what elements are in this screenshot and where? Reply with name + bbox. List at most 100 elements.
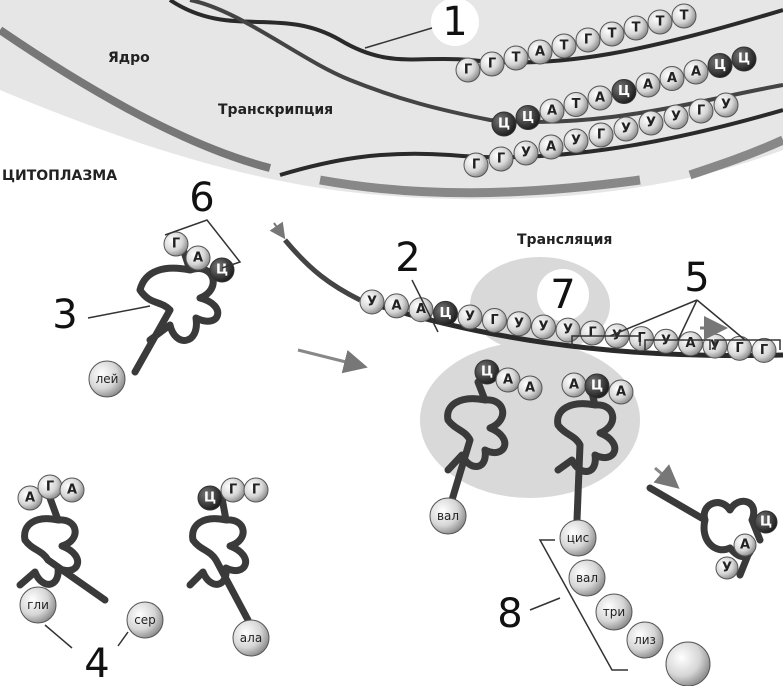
anticodon-cys-1-letter: Ц (591, 379, 603, 394)
number-8: 8 (497, 591, 522, 637)
mrna-main-8-letter: У (563, 323, 573, 338)
mrna-main-2-letter: А (416, 302, 426, 317)
mrna-main-3-bead (433, 300, 458, 326)
number-1-pointer (364, 27, 433, 49)
trna-valine (444, 378, 509, 504)
mrna-nuc-4-letter: У (571, 134, 581, 149)
mrna-nuc-2-bead (513, 140, 539, 166)
mrna-main-1-bead (384, 293, 409, 319)
anticodon-ala-2-bead (243, 477, 269, 503)
trna-leucine-anticodon: ГАЦ (163, 231, 235, 283)
mrna-main-6-bead (506, 311, 532, 337)
mrna-nuc-5-bead (588, 122, 614, 148)
number-5: 5 (684, 255, 709, 301)
nucleus-label: Ядро (108, 50, 150, 66)
anticodon-val-2-letter: А (525, 381, 535, 396)
dna-bottom-1-bead (515, 105, 541, 130)
number-2: 2 (395, 235, 420, 281)
mrna-main-15-letter: Г (735, 341, 743, 356)
dna-top-0-letter: Г (464, 63, 472, 78)
anticodon-gly-0-bead (17, 485, 43, 511)
aa-lei: лей (96, 372, 119, 386)
aa-gly: гли (27, 598, 49, 612)
aa-ala-ball (232, 619, 270, 657)
dna-bottom-7-bead (659, 66, 685, 91)
anticodon-lei-0-bead (163, 231, 189, 257)
chain-aa-0: цис (567, 531, 590, 545)
anticodon-leaving-2-letter: У (722, 561, 732, 576)
dna-bottom-10-bead (731, 46, 757, 72)
dna-strand-1 (168, 0, 783, 65)
dna-bottom-9-bead (707, 53, 733, 78)
anticodon-gly-2-letter: А (67, 483, 77, 498)
mrna-main-1-letter: А (391, 298, 401, 313)
transport-arrow-small (269, 221, 286, 240)
mrna-nuc-9-bead (688, 98, 714, 124)
trna-glycine (16, 494, 109, 604)
mrna-nuc-8-bead (663, 104, 689, 130)
mrna-nuc-6-bead (613, 116, 639, 142)
number-6-bracket (164, 219, 242, 269)
number-8-pointer (529, 597, 561, 611)
aa-gly-ball (19, 586, 57, 624)
chain-aa-2: три (603, 605, 625, 619)
anticodon-leaving-1-bead (733, 533, 757, 557)
mrna-main-9-letter: Г (588, 326, 596, 341)
mrna-main-13-bead (678, 331, 703, 357)
mrna-main-7-bead (531, 314, 556, 340)
anticodon-cys-2-letter: А (616, 385, 626, 400)
dna-bottom-5-letter: Ц (618, 84, 630, 99)
cytoplasm-label: ЦИТОПЛАЗМА (2, 168, 117, 184)
mrna-main-0-letter: У (367, 294, 377, 309)
mrna-nuc-10-letter: У (721, 98, 731, 113)
mrna-nuc-10-bead (713, 92, 739, 118)
dna-top-4-letter: Т (560, 39, 569, 54)
dna-top-6-bead (599, 21, 625, 47)
aa-ser-ball (126, 601, 164, 639)
anticodon-val-1-letter: А (503, 373, 513, 388)
trna-leaving (646, 484, 764, 579)
mrna-main-3-letter: Ц (439, 306, 451, 321)
dna-top-7-bead (623, 15, 649, 41)
dna-bottom-9-letter: Ц (714, 58, 726, 73)
dna-bottom-2-bead (539, 98, 565, 124)
mrna-main-16-bead (751, 337, 777, 363)
dna-bottom-8-bead (683, 59, 709, 85)
anticodon-leaving-1-letter: А (740, 538, 750, 553)
dna-top-0-bead (455, 57, 481, 83)
mrna-nuc-5-letter: Г (597, 128, 605, 143)
anticodon-gly-2-bead (59, 477, 85, 503)
anticodon-gly-0-letter: А (25, 491, 35, 506)
leaving-arrow (653, 464, 680, 489)
aa-val-ball (429, 497, 467, 535)
dna-top-1-letter: Г (488, 57, 496, 72)
mrna-nuc-0-letter: Г (472, 158, 480, 173)
number-7-bubble (537, 269, 589, 321)
number-1-bubble (431, 0, 479, 46)
aa-lei-ball (88, 360, 126, 398)
ribosome-large-subunit (420, 342, 640, 498)
dna-bottom-6-letter: А (643, 78, 653, 93)
anticodon-val-0-letter: Ц (481, 365, 493, 380)
mrna-nuc-0-bead (463, 152, 489, 178)
trna-alanine (186, 494, 252, 624)
mrna-nuc-6-letter: У (621, 122, 631, 137)
mrna-nuc-1-letter: Г (497, 152, 505, 167)
dna-bottom-5-bead (611, 79, 637, 104)
anticodon-lei-2-bead (209, 257, 235, 283)
mrna-main-9-bead (580, 320, 605, 346)
anticodon-leaving-0-bead (754, 510, 778, 534)
anticodon-val-1-bead (495, 367, 521, 393)
anticodon-leaving-0-letter: Ц (760, 515, 772, 530)
dna-bottom-0-bead (491, 111, 517, 137)
anticodon-gly-1-letter: Г (46, 480, 54, 495)
dna-top-3-bead (527, 39, 553, 65)
mrna-nuc-3-bead (538, 134, 564, 160)
chain-aa-1: вал (576, 571, 598, 585)
